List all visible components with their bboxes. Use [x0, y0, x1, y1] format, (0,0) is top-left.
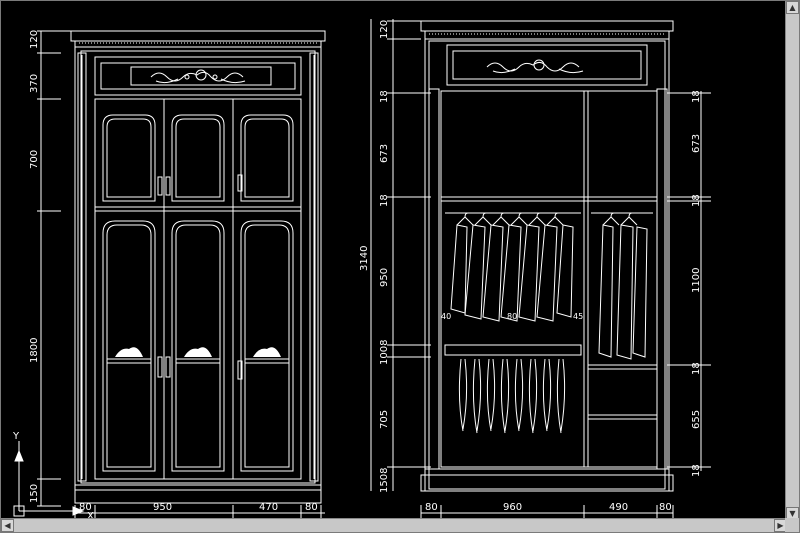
ucs-y-label: Y — [12, 431, 20, 442]
dim-bottom-left-470: 470 — [259, 502, 278, 513]
left-top-carving-ornament — [150, 69, 246, 84]
left-wardrobe-elevation — [70, 30, 326, 504]
dim-left-120: 120 — [29, 30, 40, 49]
right-wardrobe-section — [420, 20, 674, 492]
dim-bottom-left-80a: 80 — [79, 502, 92, 513]
left-lower-door-panels — [102, 220, 294, 472]
dim-bottom-right-80a: 80 — [425, 502, 438, 513]
hanging-pants — [458, 358, 566, 434]
cad-drawing-canvas[interactable]: 120 370 700 1800 150 120 18 673 18 950 1… — [1, 1, 787, 520]
dim-right-1100: 1100 — [691, 268, 702, 293]
dim-left-370: 370 — [29, 74, 40, 93]
dim-bottom-left-950: 950 — [153, 502, 172, 513]
dim-right-18c: 18 — [691, 362, 702, 375]
dim-left-150: 150 — [29, 484, 40, 503]
dim-bottom-right-490: 490 — [609, 502, 628, 513]
left-upper-door-panels — [102, 114, 294, 202]
dim-right-673: 673 — [691, 134, 702, 153]
dim-center-673: 673 — [379, 144, 390, 163]
dim-left-1800: 1800 — [29, 338, 40, 363]
hangers — [456, 212, 638, 226]
dim-bottom-left-80b: 80 — [305, 502, 318, 513]
dim-bottom-right-960: 960 — [503, 502, 522, 513]
hanger-label-45: 45 — [573, 312, 583, 321]
dim-right-18d: 18 — [691, 464, 702, 477]
dim-center-705: 705 — [379, 410, 390, 429]
left-door-handles — [157, 174, 243, 380]
vertical-scrollbar[interactable]: ▲ ▼ — [785, 1, 799, 520]
scroll-down-icon[interactable]: ▼ — [786, 507, 799, 520]
scroll-left-icon[interactable]: ◀ — [1, 519, 14, 532]
hanger-label-80: 80 — [507, 312, 517, 321]
dim-right-18a: 18 — [691, 90, 702, 103]
dimension-lines — [37, 19, 711, 519]
dim-center-18a: 18 — [379, 90, 390, 103]
dim-bottom-right-80b: 80 — [659, 502, 672, 513]
left-door-carvings — [115, 347, 281, 357]
dim-center-1508: 1508 — [379, 468, 390, 493]
dim-center-950: 950 — [379, 268, 390, 287]
dim-center-1008: 1008 — [379, 340, 390, 365]
scroll-up-icon[interactable]: ▲ — [786, 1, 799, 14]
dim-center-3140: 3140 — [359, 246, 370, 271]
hanging-clothes-long — [450, 224, 648, 360]
dim-center-18b: 18 — [379, 194, 390, 207]
dim-left-700: 700 — [29, 150, 40, 169]
dim-center-120: 120 — [379, 20, 390, 39]
dim-right-655: 655 — [691, 410, 702, 429]
dim-right-18b: 18 — [691, 194, 702, 207]
hanger-label-40: 40 — [441, 312, 451, 321]
right-top-carving-ornament — [486, 59, 584, 74]
ucs-axis-icon — [13, 441, 85, 517]
horizontal-scrollbar[interactable]: ◀ ▶ — [1, 518, 787, 532]
ucs-x-label: X — [87, 511, 94, 520]
scrollbar-corner — [785, 518, 799, 532]
